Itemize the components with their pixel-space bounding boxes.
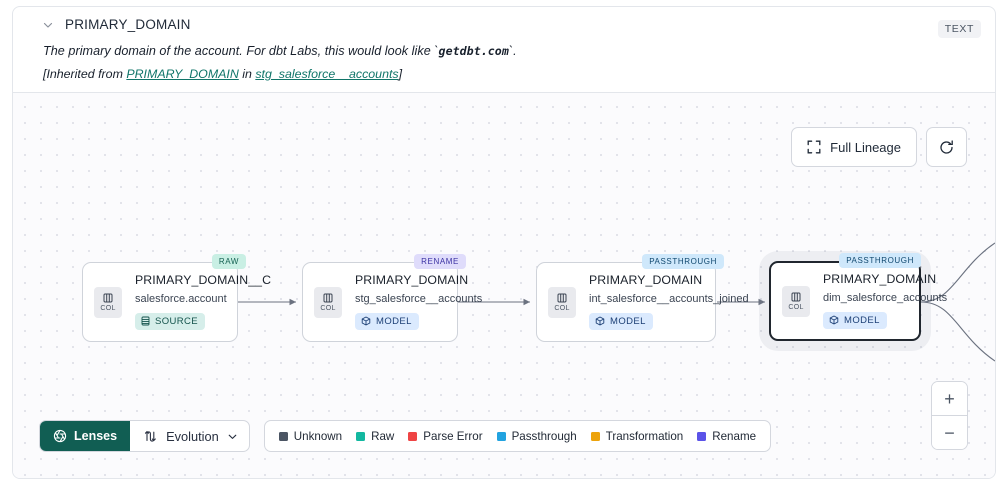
legend-swatch xyxy=(408,431,418,441)
node-tag-1: RENAME xyxy=(414,254,466,269)
zoom-divider xyxy=(932,415,967,416)
zoom-controls: + − xyxy=(931,381,968,450)
chevron-down-icon xyxy=(227,431,238,442)
cube-icon xyxy=(595,316,605,326)
description-code: getdbt.com xyxy=(438,44,509,58)
evolution-icon xyxy=(143,429,158,444)
legend-label: Passthrough xyxy=(511,429,577,443)
node-chip-label-0: SOURCE xyxy=(155,315,199,327)
lineage-node-3[interactable]: PASSTHROUGH COL PRIMARY_DOMAIN dim_sales… xyxy=(769,253,947,341)
legend-swatch xyxy=(356,431,366,441)
column-icon-box-0: COL xyxy=(94,286,122,318)
description-text-pre: The primary domain of the account. For d… xyxy=(43,44,439,58)
column-icon-box-3: COL xyxy=(782,285,810,317)
legend-item: Parse Error xyxy=(408,429,483,443)
node-tag-3: PASSTHROUGH xyxy=(839,253,921,268)
cube-icon xyxy=(829,315,839,325)
lineage-legend: Unknown Raw Parse Error Passthrough Tran… xyxy=(263,420,772,452)
database-icon xyxy=(141,316,150,326)
legend-item: Raw xyxy=(356,430,394,443)
legend-label: Rename xyxy=(712,429,757,443)
page-title: PRIMARY_DOMAIN xyxy=(65,17,191,32)
legend-item: Unknown xyxy=(278,429,343,443)
column-icon-label-0: COL xyxy=(100,305,116,312)
refresh-button[interactable] xyxy=(926,127,967,167)
legend-swatch xyxy=(278,431,288,441)
column-lineage-card: PRIMARY_DOMAIN TEXT The primary domain o… xyxy=(12,6,996,479)
description-text-post: `. xyxy=(508,44,517,58)
column-icon xyxy=(790,291,802,303)
node-chip-label-1: MODEL xyxy=(376,315,412,327)
column-header: PRIMARY_DOMAIN TEXT The primary domain o… xyxy=(13,7,995,93)
column-icon-box-2: COL xyxy=(548,286,576,318)
node-subtitle-2: int_salesforce__accounts_joined xyxy=(589,292,749,305)
full-lineage-label: Full Lineage xyxy=(830,139,901,155)
node-tag-2: PASSTHROUGH xyxy=(642,254,724,269)
node-title-2: PRIMARY_DOMAIN xyxy=(589,272,703,287)
lineage-edges xyxy=(237,242,995,362)
inherited-model-link[interactable]: stg_salesforce__accounts xyxy=(255,67,399,81)
node-chip-1: MODEL xyxy=(355,312,419,330)
lineage-canvas[interactable]: Full Lineage + − RAW xyxy=(13,93,995,478)
column-icon xyxy=(556,292,568,304)
evolution-label: Evolution xyxy=(166,428,219,444)
legend-label: Transformation xyxy=(605,429,684,443)
lenses-button[interactable]: Lenses xyxy=(40,421,131,451)
header-divider xyxy=(13,92,995,93)
node-tag-0: RAW xyxy=(211,254,246,269)
column-icon-label-3: COL xyxy=(788,304,804,311)
inherited-suffix: ] xyxy=(398,67,403,81)
aperture-icon xyxy=(53,429,67,443)
node-chip-label-2: MODEL xyxy=(610,315,646,327)
canvas-controls: Full Lineage xyxy=(791,127,967,167)
lenses-label: Lenses xyxy=(74,429,118,443)
node-subtitle-0: salesforce.account xyxy=(135,292,227,305)
legend-item: Transformation xyxy=(590,429,684,443)
node-chip-3: MODEL xyxy=(823,311,887,329)
node-title-1: PRIMARY_DOMAIN xyxy=(355,272,469,287)
lineage-node-2[interactable]: PASSTHROUGH COL PRIMARY_DOMAIN int_sales… xyxy=(536,254,749,342)
column-type-badge: TEXT xyxy=(937,20,981,38)
zoom-in-button[interactable]: + xyxy=(932,382,967,415)
column-icon-label-1: COL xyxy=(320,305,336,312)
canvas-bottom-toolbar: Lenses Evolution Unknown xyxy=(39,420,772,452)
node-title-0: PRIMARY_DOMAIN__C xyxy=(135,272,272,287)
legend-label: Unknown xyxy=(293,429,343,443)
column-icon-label-2: COL xyxy=(554,305,570,312)
inherited-column-link[interactable]: PRIMARY_DOMAIN xyxy=(126,67,239,81)
column-icon xyxy=(322,292,334,304)
evolution-dropdown[interactable]: Evolution xyxy=(130,421,249,451)
column-icon-box-1: COL xyxy=(314,286,342,318)
node-subtitle-3: dim_salesforce_accounts xyxy=(823,291,948,304)
lineage-node-1[interactable]: RENAME COL PRIMARY_DOMAIN stg_salesforce… xyxy=(302,254,482,342)
node-subtitle-1: stg_salesforce__accounts xyxy=(355,292,483,305)
inherited-from-line: [Inherited from PRIMARY_DOMAIN in stg_sa… xyxy=(43,67,979,81)
legend-swatch xyxy=(590,431,600,441)
legend-swatch xyxy=(697,431,707,441)
expand-corners-icon xyxy=(807,140,821,154)
refresh-icon xyxy=(938,139,955,156)
column-description: The primary domain of the account. For d… xyxy=(43,44,979,58)
legend-swatch xyxy=(496,431,506,441)
cube-icon xyxy=(361,316,371,326)
legend-label: Parse Error xyxy=(423,429,483,443)
inherited-prefix: [Inherited from xyxy=(43,67,127,81)
node-chip-2: MODEL xyxy=(589,312,653,330)
legend-label: Raw xyxy=(371,429,395,443)
node-title-3: PRIMARY_DOMAIN xyxy=(823,271,937,286)
legend-item: Rename xyxy=(697,430,756,443)
legend-item: Passthrough xyxy=(496,429,577,443)
lineage-node-0[interactable]: RAW COL PRIMARY_DOMAIN__C salesforce.acc… xyxy=(82,254,271,342)
lenses-evolution-group: Lenses Evolution xyxy=(39,420,250,452)
node-chip-0: SOURCE xyxy=(135,312,206,330)
node-chip-label-3: MODEL xyxy=(844,314,880,326)
chevron-down-icon[interactable] xyxy=(41,18,55,32)
zoom-out-button[interactable]: − xyxy=(932,416,967,449)
inherited-mid: in xyxy=(238,67,256,81)
full-lineage-button[interactable]: Full Lineage xyxy=(791,127,917,167)
column-icon xyxy=(102,292,114,304)
